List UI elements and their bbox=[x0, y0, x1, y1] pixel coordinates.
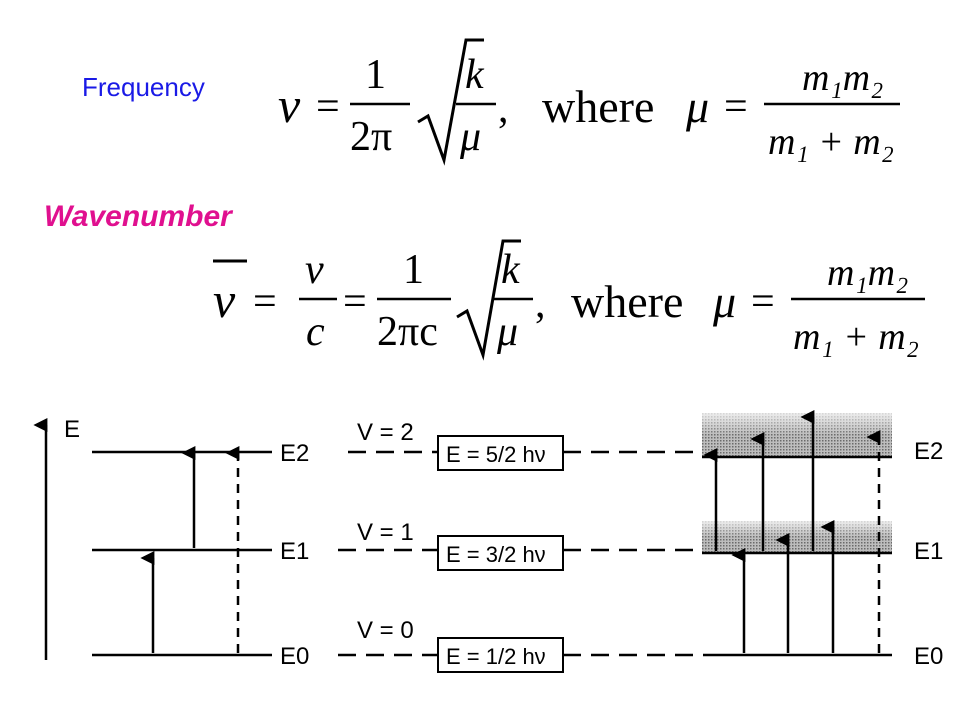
wave-radical-sign bbox=[456, 239, 521, 361]
freq-mu-denominator: m₁ + m₂ bbox=[768, 121, 894, 163]
wave-nu-bar-symbol: ν bbox=[213, 272, 236, 328]
freq-radical-numerator: k bbox=[465, 52, 485, 98]
wave-frac-numerator: ν bbox=[305, 247, 324, 293]
frequency-label: Frequency bbox=[82, 72, 205, 102]
right-label-e2: E2 bbox=[914, 438, 943, 465]
freq-equals: = bbox=[316, 84, 340, 130]
freq-mu-numerator: m₁m₂ bbox=[802, 57, 883, 99]
freq-coef-numerator: 1 bbox=[365, 52, 386, 98]
frequency-equation: ν = 1 2π k μ , where μ = m₁m₂ m₁ + m₂ bbox=[278, 38, 900, 166]
right-band-e1-fade bbox=[702, 521, 892, 537]
wave-mu-symbol: μ bbox=[712, 276, 736, 327]
wave-mu-numerator: m₁m₂ bbox=[827, 252, 908, 294]
left-label-e1: E1 bbox=[280, 538, 309, 565]
energy-box-v2 bbox=[437, 435, 564, 471]
freq-mu-symbol: μ bbox=[685, 81, 709, 132]
freq-comma: , bbox=[498, 86, 509, 132]
wave-frac-denominator: c bbox=[306, 309, 325, 355]
right-band-e2-fade bbox=[702, 413, 892, 435]
energy-box-v2-text: E = 5/2 hν bbox=[446, 442, 546, 467]
left-label-e0: E0 bbox=[280, 643, 309, 670]
energy-level-diagram: E E2 E1 E0 V = 2 V = 1 V = 0 E = 5/2 hν … bbox=[33, 410, 943, 673]
wave-radical-denominator: μ bbox=[496, 309, 518, 355]
energy-box-v0-text: E = 1/2 hν bbox=[446, 644, 546, 669]
wave-where: where bbox=[571, 276, 683, 327]
wavenumber-equation: ν = ν c = 1 2πc k μ , where μ = m₁m₂ m₁ … bbox=[213, 239, 925, 361]
energy-box-v0 bbox=[437, 637, 564, 673]
freq-where: where bbox=[542, 81, 654, 132]
energy-box-v1 bbox=[437, 535, 564, 571]
wave-equals-1: = bbox=[253, 279, 277, 325]
wave-coef-numerator: 1 bbox=[403, 247, 424, 293]
wave-comma: , bbox=[535, 281, 546, 327]
wavenumber-label: Wavenumber bbox=[44, 200, 232, 233]
wave-radical-numerator: k bbox=[501, 247, 521, 293]
freq-mu-equals: = bbox=[724, 84, 748, 130]
right-label-e1: E1 bbox=[914, 538, 943, 565]
freq-nu-symbol: ν bbox=[278, 77, 301, 133]
wave-mu-equals: = bbox=[751, 279, 775, 325]
energy-box-v1-text: E = 3/2 hν bbox=[446, 542, 546, 567]
left-label-e2: E2 bbox=[280, 440, 309, 467]
quantum-label-v2: V = 2 bbox=[357, 419, 414, 446]
wave-equals-2: = bbox=[343, 279, 367, 325]
quantum-label-v0: V = 0 bbox=[357, 617, 414, 644]
wave-coef-denominator: 2πc bbox=[377, 309, 438, 355]
freq-radical-sign bbox=[417, 38, 484, 166]
quantum-label-v1: V = 1 bbox=[357, 519, 414, 546]
wave-mu-denominator: m₁ + m₂ bbox=[793, 316, 919, 358]
freq-coef-denominator: 2π bbox=[350, 114, 392, 160]
freq-radical-denominator: μ bbox=[459, 114, 481, 160]
energy-axis-label: E bbox=[64, 416, 80, 443]
right-label-e0: E0 bbox=[914, 643, 943, 670]
